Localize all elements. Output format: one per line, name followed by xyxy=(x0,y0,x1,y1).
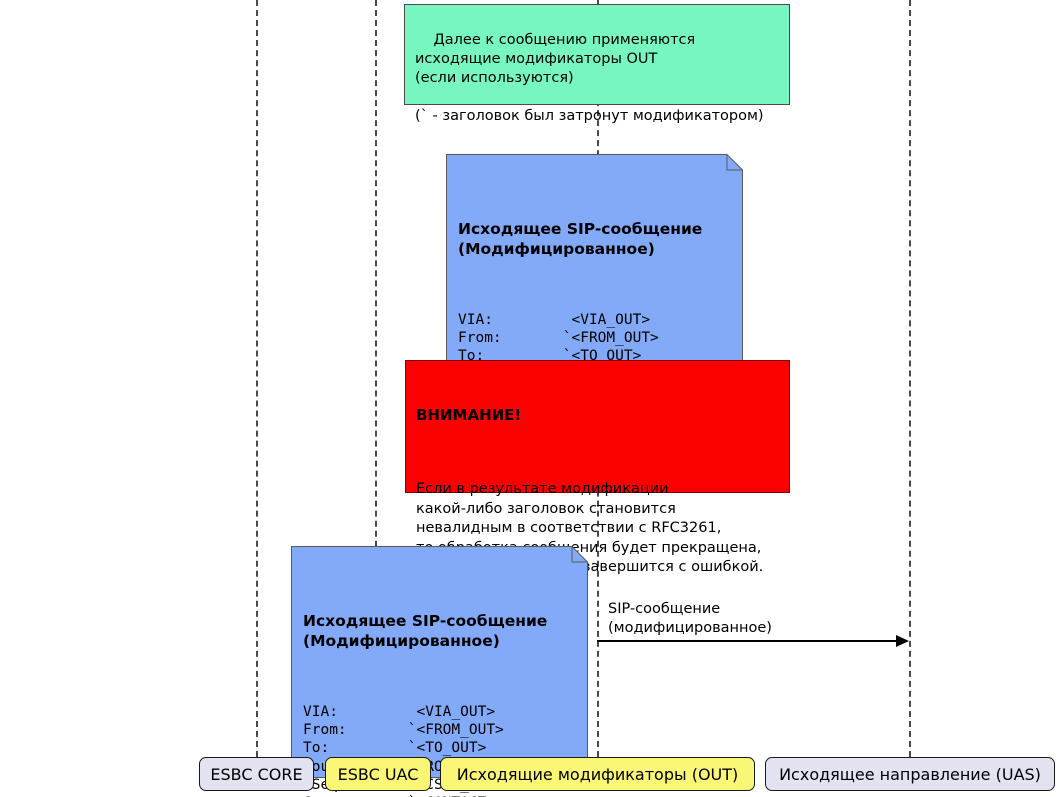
participant-esbc-core[interactable]: ESBC CORE xyxy=(199,757,314,791)
lifeline-esbc-uac xyxy=(375,0,377,757)
note-green-text: Далее к сообщению применяются исходящие … xyxy=(415,32,764,124)
lifeline-out-direction xyxy=(909,0,911,757)
sip-message-upper-title: Исходящее SIP-сообщение (Модифицированно… xyxy=(458,220,703,258)
note-sip-message-lower: Исходящее SIP-сообщение (Модифицированно… xyxy=(291,508,588,797)
participant-out-modifiers-label: Исходящие модификаторы (OUT) xyxy=(456,764,739,784)
message-label-sip-modified: SIP-сообщение (модифицированное) xyxy=(608,601,772,636)
note-fold-shape-upper xyxy=(446,116,743,386)
participant-esbc-uac-label: ESBC UAC xyxy=(337,764,419,784)
sip-message-lower-title: Исходящее SIP-сообщение (Модифицированно… xyxy=(303,612,548,650)
warning-title: ВНИМАНИЕ! xyxy=(416,406,522,424)
participant-out-direction-label: Исходящее направление (UAS) xyxy=(779,764,1041,784)
message-arrow-head xyxy=(896,635,909,647)
lifeline-esbc-core xyxy=(256,0,258,757)
note-outgoing-modifiers-info: Далее к сообщению применяются исходящие … xyxy=(404,4,790,124)
note-warning: ВНИМАНИЕ! Если в результате модификации … xyxy=(405,360,790,575)
note-fold-shape-lower xyxy=(291,508,588,778)
participant-out-modifiers[interactable]: Исходящие модификаторы (OUT) xyxy=(440,757,755,791)
participant-esbc-core-label: ESBC CORE xyxy=(210,764,303,784)
participant-out-direction[interactable]: Исходящее направление (UAS) xyxy=(765,757,1055,791)
message-arrow-line xyxy=(597,640,897,642)
participant-esbc-uac[interactable]: ESBC UAC xyxy=(325,757,431,791)
note-sip-message-upper: Исходящее SIP-сообщение (Модифицированно… xyxy=(446,116,743,474)
